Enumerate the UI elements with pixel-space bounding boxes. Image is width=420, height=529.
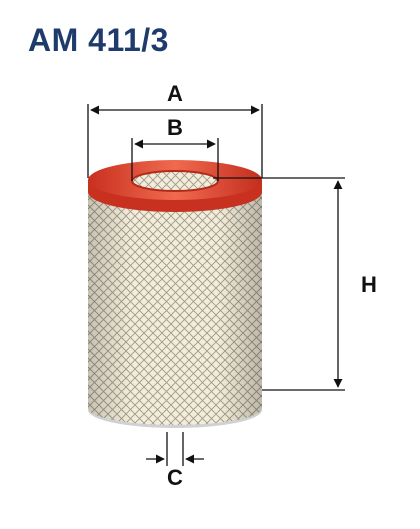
dimension-h: H — [213, 177, 377, 391]
body-shading — [88, 180, 262, 425]
inner-opening — [131, 170, 219, 192]
dimension-b: B — [131, 115, 219, 181]
dimension-a-label: A — [167, 81, 183, 106]
dimension-a: A — [87, 81, 263, 178]
filter-element — [88, 160, 262, 428]
dimension-h-label: H — [361, 272, 377, 297]
dimension-c: C — [146, 432, 204, 490]
product-code-title: AM 411/3 — [28, 22, 169, 58]
dimension-b-label: B — [167, 115, 183, 140]
dimension-c-label: C — [167, 465, 183, 490]
